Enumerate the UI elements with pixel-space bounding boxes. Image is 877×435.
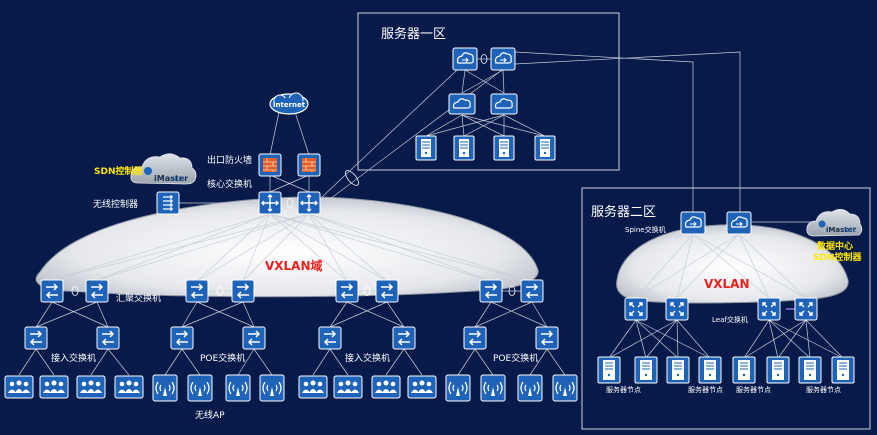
access-switch-icon <box>392 326 416 350</box>
connection-lines <box>18 51 844 376</box>
users-icon <box>114 375 144 399</box>
leaf-switch-icon <box>665 297 689 321</box>
server-zone-2-box <box>581 187 871 430</box>
access-switch-icon <box>318 326 342 350</box>
leaf-switch-icon <box>794 297 818 321</box>
users-icon <box>4 375 34 399</box>
aggregation-switch-icon <box>231 279 255 303</box>
users-icon <box>39 375 69 399</box>
core-switch-icon <box>297 191 321 215</box>
sdn-controller-label: SDN控制器 <box>94 165 143 177</box>
cloud-service-icon <box>490 93 518 115</box>
server-icon <box>415 135 437 161</box>
dc-imaster-nce-cloud-icon <box>806 209 863 237</box>
aggregation-switch-icon <box>85 279 109 303</box>
firewall-icon <box>297 153 321 177</box>
server-node-icon <box>666 356 690 384</box>
poe-switch-icon <box>463 326 487 350</box>
dc-sdn-label-line1: 数据中心 <box>817 240 853 252</box>
server-icon <box>493 135 515 161</box>
server-node-icon <box>831 356 855 384</box>
link-aggregation-knot <box>345 170 359 186</box>
cloud-switch-icon <box>452 47 478 71</box>
server-icon <box>453 135 475 161</box>
poe-switch-label: POE交换机 <box>200 352 245 364</box>
wireless-controller-icon <box>156 191 180 215</box>
aggregation-switch-icon <box>185 279 209 303</box>
poe-switch-icon <box>170 326 194 350</box>
egress-firewall-label: 出口防火墙 <box>207 154 252 166</box>
wireless-ap-icon <box>187 374 213 402</box>
spine-switch-label: Spine交换机 <box>625 225 666 234</box>
wireless-ap-icon <box>517 374 543 402</box>
server-icon <box>534 135 556 161</box>
server-node-label: 服务器节点 <box>806 385 841 394</box>
server-node-icon <box>597 356 621 384</box>
wireless-ap-icon <box>225 374 251 402</box>
dc-imaster-nce: NCE <box>844 227 857 234</box>
server-node-icon <box>732 356 756 384</box>
cloud-switch-icon <box>490 47 516 71</box>
wireless-controller-label: 无线控制器 <box>93 198 138 210</box>
poe-switch-icon <box>242 326 266 350</box>
leaf-switch-label: Leaf交换机 <box>712 315 748 324</box>
wireless-ap-icon <box>259 374 285 402</box>
server-node-icon <box>634 356 658 384</box>
dc-sdn-label-line2: SDN控制器 <box>813 251 862 263</box>
imaster-nce-cloud-icon <box>130 153 197 185</box>
server-zone-1-title: 服务器一区 <box>381 26 446 42</box>
access-switch-icon <box>24 326 48 350</box>
access-switch-label: 接入交换机 <box>51 352 96 364</box>
leaf-switch-icon <box>624 297 648 321</box>
server-node-icon <box>798 356 822 384</box>
internet-label: Internet <box>273 101 306 109</box>
vxlan-dc-dome <box>616 224 849 304</box>
wireless-ap-icon <box>480 374 506 402</box>
wireless-ap-icon <box>445 374 471 402</box>
vxlan-domain-label: VXLAN域 <box>265 258 323 273</box>
spine-switch-icon <box>726 211 752 235</box>
wireless-ap-label: 无线AP <box>195 409 225 421</box>
users-icon <box>76 375 106 399</box>
server-node-label: 服务器节点 <box>736 385 771 394</box>
poe-switch-label: POE交换机 <box>493 352 538 364</box>
core-switch-icon <box>258 191 282 215</box>
cloud-service-icon <box>448 93 476 115</box>
leaf-switch-icon <box>757 297 781 321</box>
server-node-label: 服务器节点 <box>606 385 641 394</box>
spine-switch-icon <box>680 211 706 235</box>
server-node-icon <box>698 356 722 384</box>
vxlan-label: VXLAN <box>704 277 750 291</box>
aggregation-switch-icon <box>335 279 359 303</box>
aggregation-switch-icon <box>520 279 544 303</box>
aggregation-switch-icon <box>375 279 399 303</box>
users-icon <box>407 375 437 399</box>
server-zone-1-box <box>357 12 620 171</box>
access-switch-icon <box>96 326 120 350</box>
vxlan-domain-dome <box>35 196 539 298</box>
server-node-icon <box>766 356 790 384</box>
server-node-label: 服务器节点 <box>688 385 723 394</box>
wireless-ap-icon <box>152 374 178 402</box>
users-icon <box>298 375 328 399</box>
imaster-nce: NCE <box>172 176 185 183</box>
firewall-icon <box>258 153 282 177</box>
access-switch-label: 接入交换机 <box>345 352 390 364</box>
wireless-ap-icon <box>552 374 578 402</box>
users-icon <box>333 375 363 399</box>
poe-switch-icon <box>535 326 559 350</box>
server-zone-2-title: 服务器二区 <box>591 204 656 220</box>
core-switch-label: 核心交换机 <box>207 178 252 190</box>
aggregation-switch-icon <box>479 279 503 303</box>
aggregation-switch-label: 汇聚交换机 <box>116 292 161 304</box>
aggregation-switch-icon <box>40 279 64 303</box>
imaster-brand: iMaster <box>154 174 188 183</box>
dc-imaster-brand: iMaster <box>826 226 856 234</box>
users-icon <box>371 375 401 399</box>
